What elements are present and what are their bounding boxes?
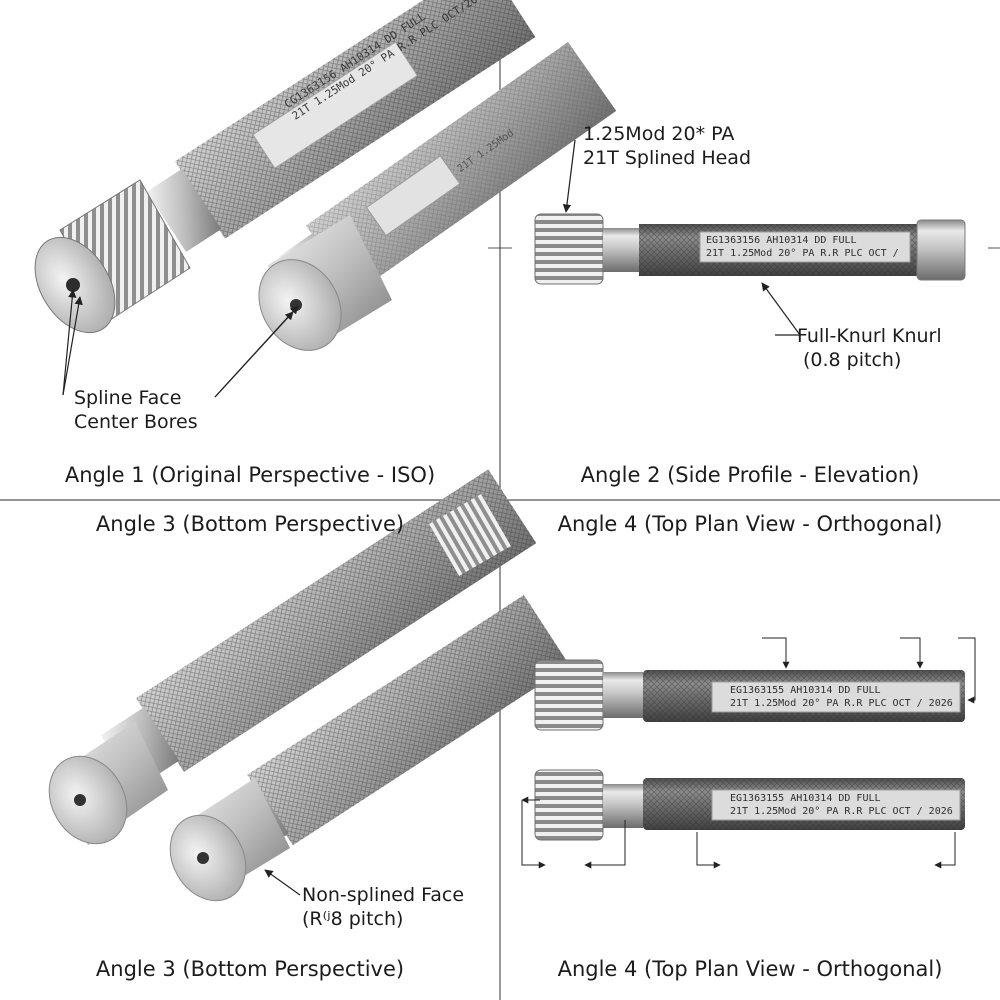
q1-isometric-view — [34, 0, 617, 398]
q4-dimension-leaders — [521, 637, 976, 869]
q1-caption: Angle 1 (Original Perspective - ISO) — [64, 463, 436, 487]
q4-lower-plate-line-1: EG1363155 AH10314 DD FULL — [730, 793, 881, 804]
q4-lower-shaft — [534, 769, 965, 841]
q4-upper-plate-line-1: EG1363155 AH10314 DD FULL — [730, 685, 881, 696]
q3-callout-line-2: (R⁽ʲ8 pitch) — [302, 908, 404, 930]
q4-caption: Angle 4 (Top Plan View - Orthogonal) — [557, 957, 943, 981]
q4-upper-plate-line-2: 21T 1.25Mod 20° PA R.R PLC OCT / 2026 — [730, 698, 953, 709]
q4-upper-shaft — [534, 659, 965, 731]
q3-upper-head — [48, 722, 168, 845]
q4-upper-plate-text: EG1363155 AH10314 DD FULL 21T 1.25Mod 20… — [730, 684, 953, 710]
q2-side-profile — [534, 139, 966, 336]
q1-callout-line-1: Spline Face — [74, 387, 182, 409]
q3-bottom-perspective — [48, 469, 570, 902]
q2-callout-top-line-1: 1.25Mod 20* PA — [583, 123, 735, 145]
q3-callout-non-splined-face: Non-splined Face (R⁽ʲ8 pitch) — [302, 883, 464, 931]
q2-plate-text: EG1363156 AH10314 DD FULL 21T 1.25Mod 20… — [706, 234, 899, 260]
q2-callout-bottom-line-1: Full-Knurl Knurl — [797, 325, 942, 347]
q1-callout-line-2: Center Bores — [74, 411, 198, 433]
q2-callout-leaders — [562, 139, 801, 336]
q4-top-plan-view — [521, 637, 976, 869]
q3-heading: Angle 3 (Bottom Perspective) — [95, 512, 405, 536]
q1-plain-head — [258, 215, 392, 351]
q3-splined-tip — [429, 494, 511, 576]
q1-splined-head — [34, 179, 191, 334]
q2-plate-line-2: 21T 1.25Mod 20° PA R.R PLC OCT / — [706, 248, 899, 259]
q3-callout-line-1: Non-splined Face — [302, 884, 465, 906]
q2-plate-line-1: EG1363156 AH10314 DD FULL — [706, 235, 857, 246]
q1-callout-center-bores: Spline Face Center Bores — [74, 386, 198, 434]
q3-caption: Angle 3 (Bottom Perspective) — [95, 957, 405, 981]
q4-lower-plate-line-2: 21T 1.25Mod 20° PA R.R PLC OCT / 2026 — [730, 806, 953, 817]
q3-callout-leader — [264, 869, 301, 896]
q2-callout-splined-head: 1.25Mod 20* PA 21T Splined Head — [583, 122, 751, 170]
q4-lower-plate-text: EG1363155 AH10314 DD FULL 21T 1.25Mod 20… — [730, 792, 953, 818]
q3-lower-head — [169, 778, 290, 902]
q1-callout-leaders — [62, 289, 299, 398]
q2-caption: Angle 2 (Side Profile - Elevation) — [580, 463, 920, 487]
q2-callout-knurl: Full-Knurl Knurl (0.8 pitch) — [797, 324, 942, 372]
q2-gauge-shaft — [534, 213, 966, 285]
q1-front-shaft — [146, 0, 536, 252]
q4-heading: Angle 4 (Top Plan View - Orthogonal) — [557, 512, 943, 536]
q2-callout-top-line-2: 21T Splined Head — [583, 147, 752, 169]
q2-callout-bottom-line-2: (0.8 pitch) — [803, 349, 902, 371]
